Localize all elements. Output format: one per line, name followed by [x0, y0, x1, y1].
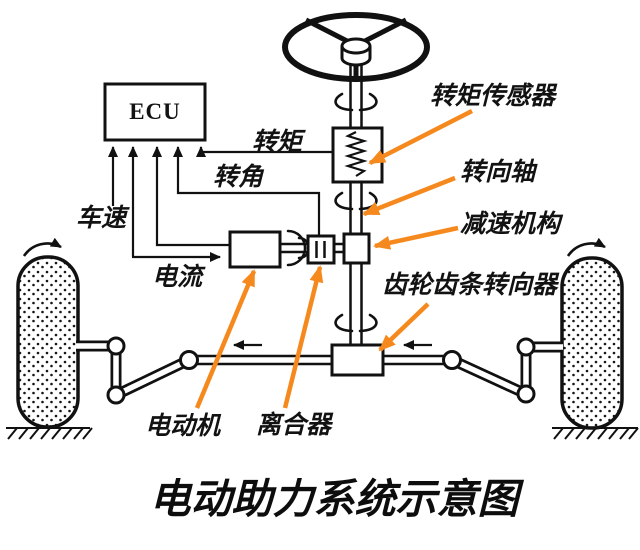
wheel-rotation-arrow-right	[566, 237, 606, 257]
rack-pinion-housing	[330, 343, 385, 377]
reduction-gear-box	[342, 232, 371, 265]
torque-line	[196, 146, 333, 157]
ground-hatch-left	[6, 427, 93, 440]
torque-sensor-label: 转矩传感器	[430, 82, 556, 110]
motor-shaft-rotation-arcs	[286, 229, 311, 267]
vehicle-speed-label: 车速	[76, 204, 127, 232]
reduction-mechanism-label: 减速机构	[460, 210, 561, 238]
torque-sensor-box	[331, 126, 384, 184]
ecu-label: ECU	[129, 99, 181, 124]
diagram-title: 电动助力系统示意图	[149, 476, 519, 522]
current-label: 电流	[152, 263, 203, 291]
left-wheel	[16, 255, 80, 429]
motor-box	[228, 230, 282, 269]
wheel-rotation-arrow-left	[22, 237, 62, 257]
tie-rod-linkage	[76, 336, 563, 405]
motor-label: 电动机	[145, 412, 221, 440]
motor-feedback-line	[152, 146, 231, 247]
ecu-signal-lines	[108, 146, 333, 262]
clutch-label: 离合器	[256, 411, 332, 439]
arrow-to-motor	[194, 269, 257, 409]
arrow-to-clutch	[282, 265, 324, 409]
clutch-box	[306, 234, 336, 265]
torque-label: 转矩	[252, 128, 303, 156]
steering-shaft	[349, 63, 363, 345]
steering-angle-label: 转角	[213, 163, 264, 191]
steering-shaft-label: 转向轴	[460, 158, 536, 186]
rack-pinion-label: 齿轮齿条转向器	[382, 271, 558, 299]
callout-arrows	[194, 108, 474, 409]
ecu-box	[103, 82, 207, 142]
arrow-to-reduction-mechanism	[373, 225, 459, 250]
steering-angle-line	[173, 146, 321, 235]
ground-hatch-right	[552, 427, 639, 440]
arrow-to-torque-sensor	[368, 108, 474, 166]
rack-bar	[197, 354, 444, 366]
sensor-spring	[344, 131, 368, 177]
arrow-to-steering-shaft	[362, 175, 456, 217]
right-wheel	[560, 256, 624, 430]
steering-wheel	[282, 12, 430, 82]
arrow-to-rack-pinion	[378, 302, 430, 352]
